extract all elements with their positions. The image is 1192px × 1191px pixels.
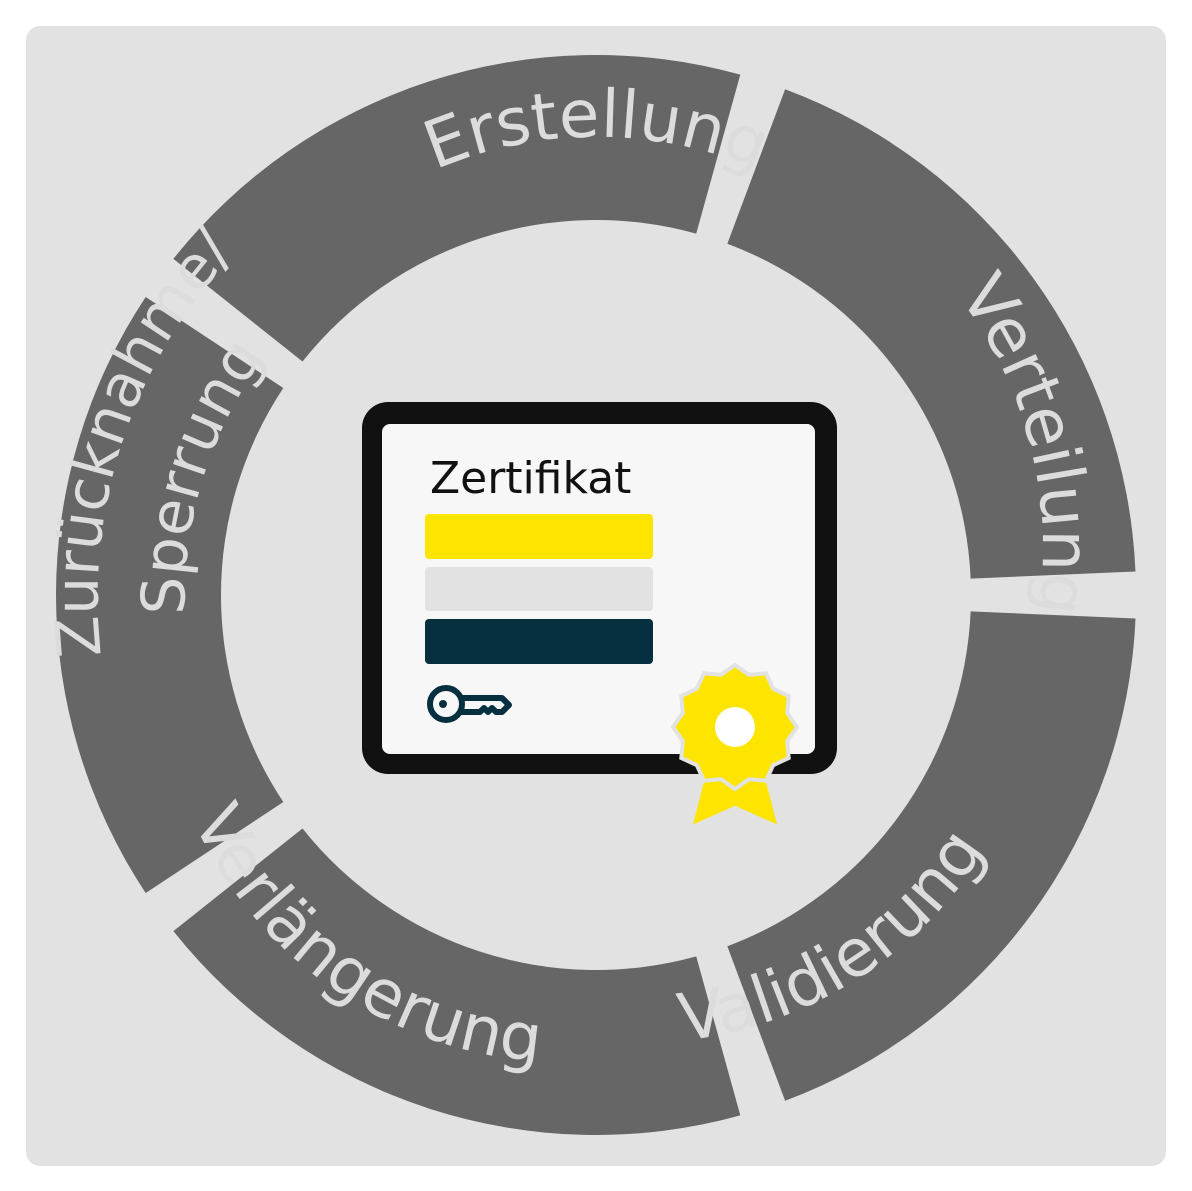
- key-icon-hole: [439, 700, 447, 708]
- lifecycle-ring: [56, 55, 1136, 1135]
- ring-segment-erstellung: [56, 296, 284, 894]
- ring-segment-verlaengerung: [727, 611, 1136, 1101]
- certificate-bar-dark: [425, 619, 653, 664]
- ring-segment-validierung: [727, 89, 1136, 579]
- certificate-bar-grey: [425, 567, 653, 611]
- key-icon: [427, 685, 512, 723]
- certificate-bar-yellow: [425, 514, 653, 559]
- ring-segment-verteilung: [173, 55, 741, 362]
- seal-rosette-icon: [670, 662, 800, 832]
- certificate-title: Zertifikat: [430, 453, 631, 504]
- seal-center: [715, 707, 755, 747]
- ring-segment-ruecknahme: [173, 828, 741, 1135]
- certificate-card: Zertifikat: [362, 402, 837, 832]
